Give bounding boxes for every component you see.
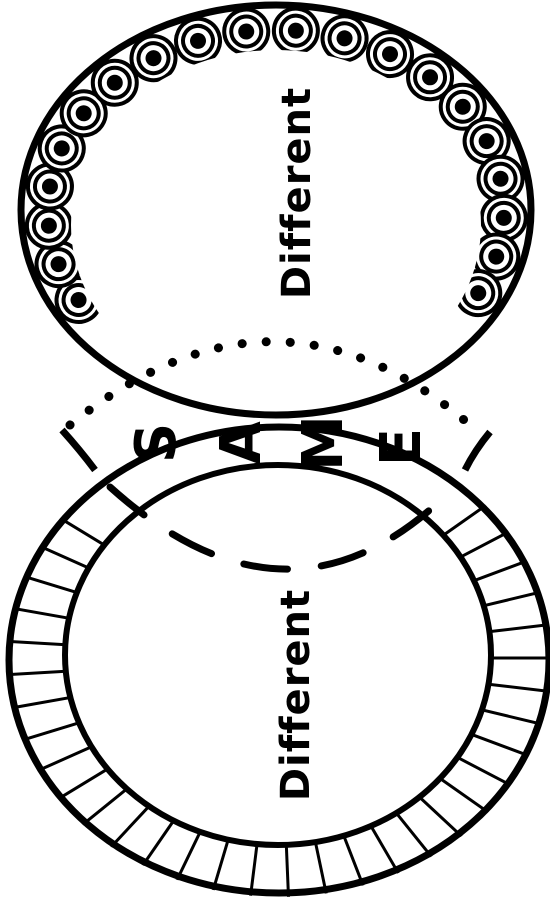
left-junction bbox=[62, 430, 95, 470]
same-letter-a: A bbox=[209, 421, 274, 465]
scallop bbox=[272, 7, 320, 55]
same-letter-s: S bbox=[124, 423, 189, 463]
right-junction bbox=[465, 432, 490, 470]
same-letter-e: E bbox=[369, 428, 434, 466]
same-letter-m: M bbox=[291, 415, 356, 471]
bottom-different-label: Different bbox=[273, 589, 319, 801]
top-different-label: Different bbox=[274, 87, 320, 299]
